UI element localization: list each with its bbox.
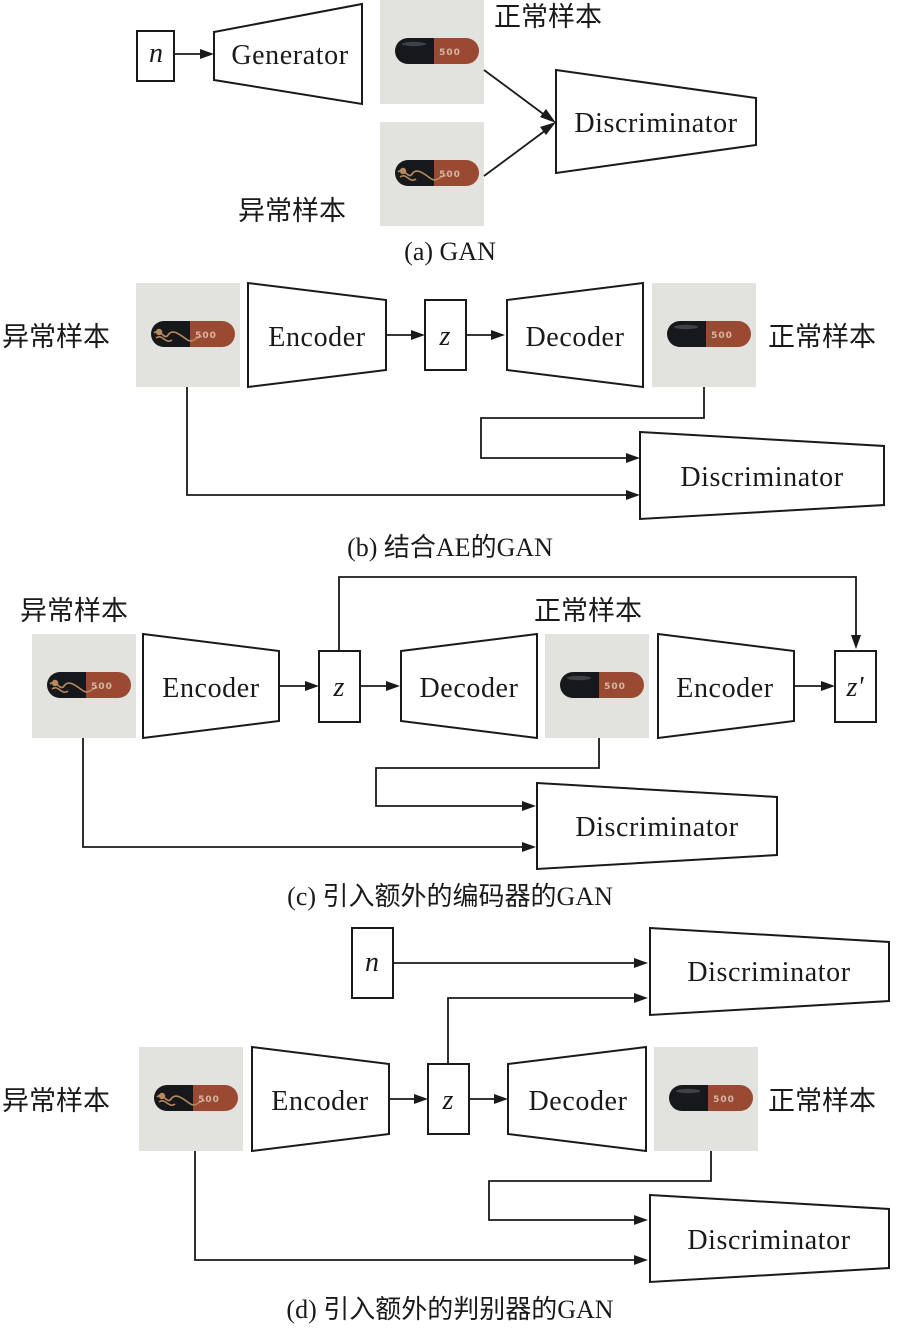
abnormal-sample-label: 异常样本	[20, 596, 128, 627]
noise-label: n	[365, 947, 379, 978]
second-discriminator-label: Discriminator	[687, 957, 850, 988]
normal-sample-label: 正常样本	[534, 596, 642, 627]
discriminator-block	[555, 68, 757, 175]
decoder-label: Decoder	[525, 322, 624, 353]
abnormal-sample-image	[138, 1047, 244, 1151]
latent-z-box	[424, 299, 467, 371]
abnormal-sample-image	[380, 122, 484, 226]
latent-z-label: z	[439, 321, 451, 352]
discriminator-label: Discriminator	[680, 462, 843, 493]
generator-label: Generator	[231, 40, 348, 71]
abnormal-sample-image	[32, 634, 136, 738]
second-discriminator-block	[649, 926, 890, 1017]
panel-a: n Generator 正常样本 异常样本 Discriminator (a) …	[136, 0, 757, 266]
latent-z-label: z	[442, 1085, 454, 1116]
encoder-label: Encoder	[271, 1086, 369, 1117]
encoder-block	[142, 632, 280, 740]
discriminator-block	[639, 430, 885, 521]
abnormal-sample-label: 异常样本	[238, 196, 346, 227]
abnormal-sample-label: 异常样本	[2, 322, 110, 353]
caption-b: (b) 结合AE的GAN	[347, 533, 553, 562]
encoder-block	[247, 281, 387, 389]
noise-label: n	[149, 38, 163, 69]
normal-sample-image	[380, 0, 484, 104]
normal-sample-image	[654, 1047, 758, 1151]
abnormal-sample-label: 异常样本	[2, 1086, 110, 1117]
generator-block	[213, 2, 363, 106]
normal-sample-image	[545, 634, 649, 738]
decoder-block	[506, 281, 644, 389]
decoder-label: Decoder	[528, 1086, 627, 1117]
noise-box	[136, 30, 175, 82]
second-encoder-label: Encoder	[676, 673, 774, 704]
panel-d: n Discriminator 异常样本 Encoder z Decoder 正…	[2, 926, 890, 1324]
decoder-label: Decoder	[419, 673, 518, 704]
decoder-block	[507, 1045, 647, 1153]
normal-sample-label: 正常样本	[494, 2, 602, 33]
encoder-label: Encoder	[162, 673, 260, 704]
encoder-label: Encoder	[268, 322, 366, 353]
encoder-block	[251, 1045, 390, 1153]
discriminator-label: Discriminator	[687, 1225, 850, 1256]
panel-b: 异常样本 Encoder z Decoder 正常样本 Discriminato…	[2, 281, 885, 562]
latent-z-label: z	[333, 672, 345, 703]
caption-a: (a) GAN	[404, 237, 496, 266]
discriminator-block	[649, 1193, 890, 1284]
decoder-block	[400, 632, 538, 740]
discriminator-block	[536, 781, 778, 871]
discriminator-label: Discriminator	[575, 812, 738, 843]
normal-sample-label: 正常样本	[768, 322, 876, 353]
noise-box	[351, 927, 394, 999]
discriminator-label: Discriminator	[574, 108, 737, 139]
panel-c: 异常样本 Encoder z Decoder 正常样本 Encoder z' D…	[20, 576, 877, 911]
latent-z-prime-box	[834, 650, 877, 723]
latent-z-prime-label: z'	[846, 672, 865, 703]
abnormal-sample-image	[136, 283, 240, 387]
normal-sample-label: 正常样本	[768, 1086, 876, 1117]
second-encoder-block	[657, 632, 795, 740]
caption-d: (d) 引入额外的判别器的GAN	[286, 1295, 613, 1324]
normal-sample-image	[652, 283, 756, 387]
caption-c: (c) 引入额外的编码器的GAN	[287, 882, 613, 911]
